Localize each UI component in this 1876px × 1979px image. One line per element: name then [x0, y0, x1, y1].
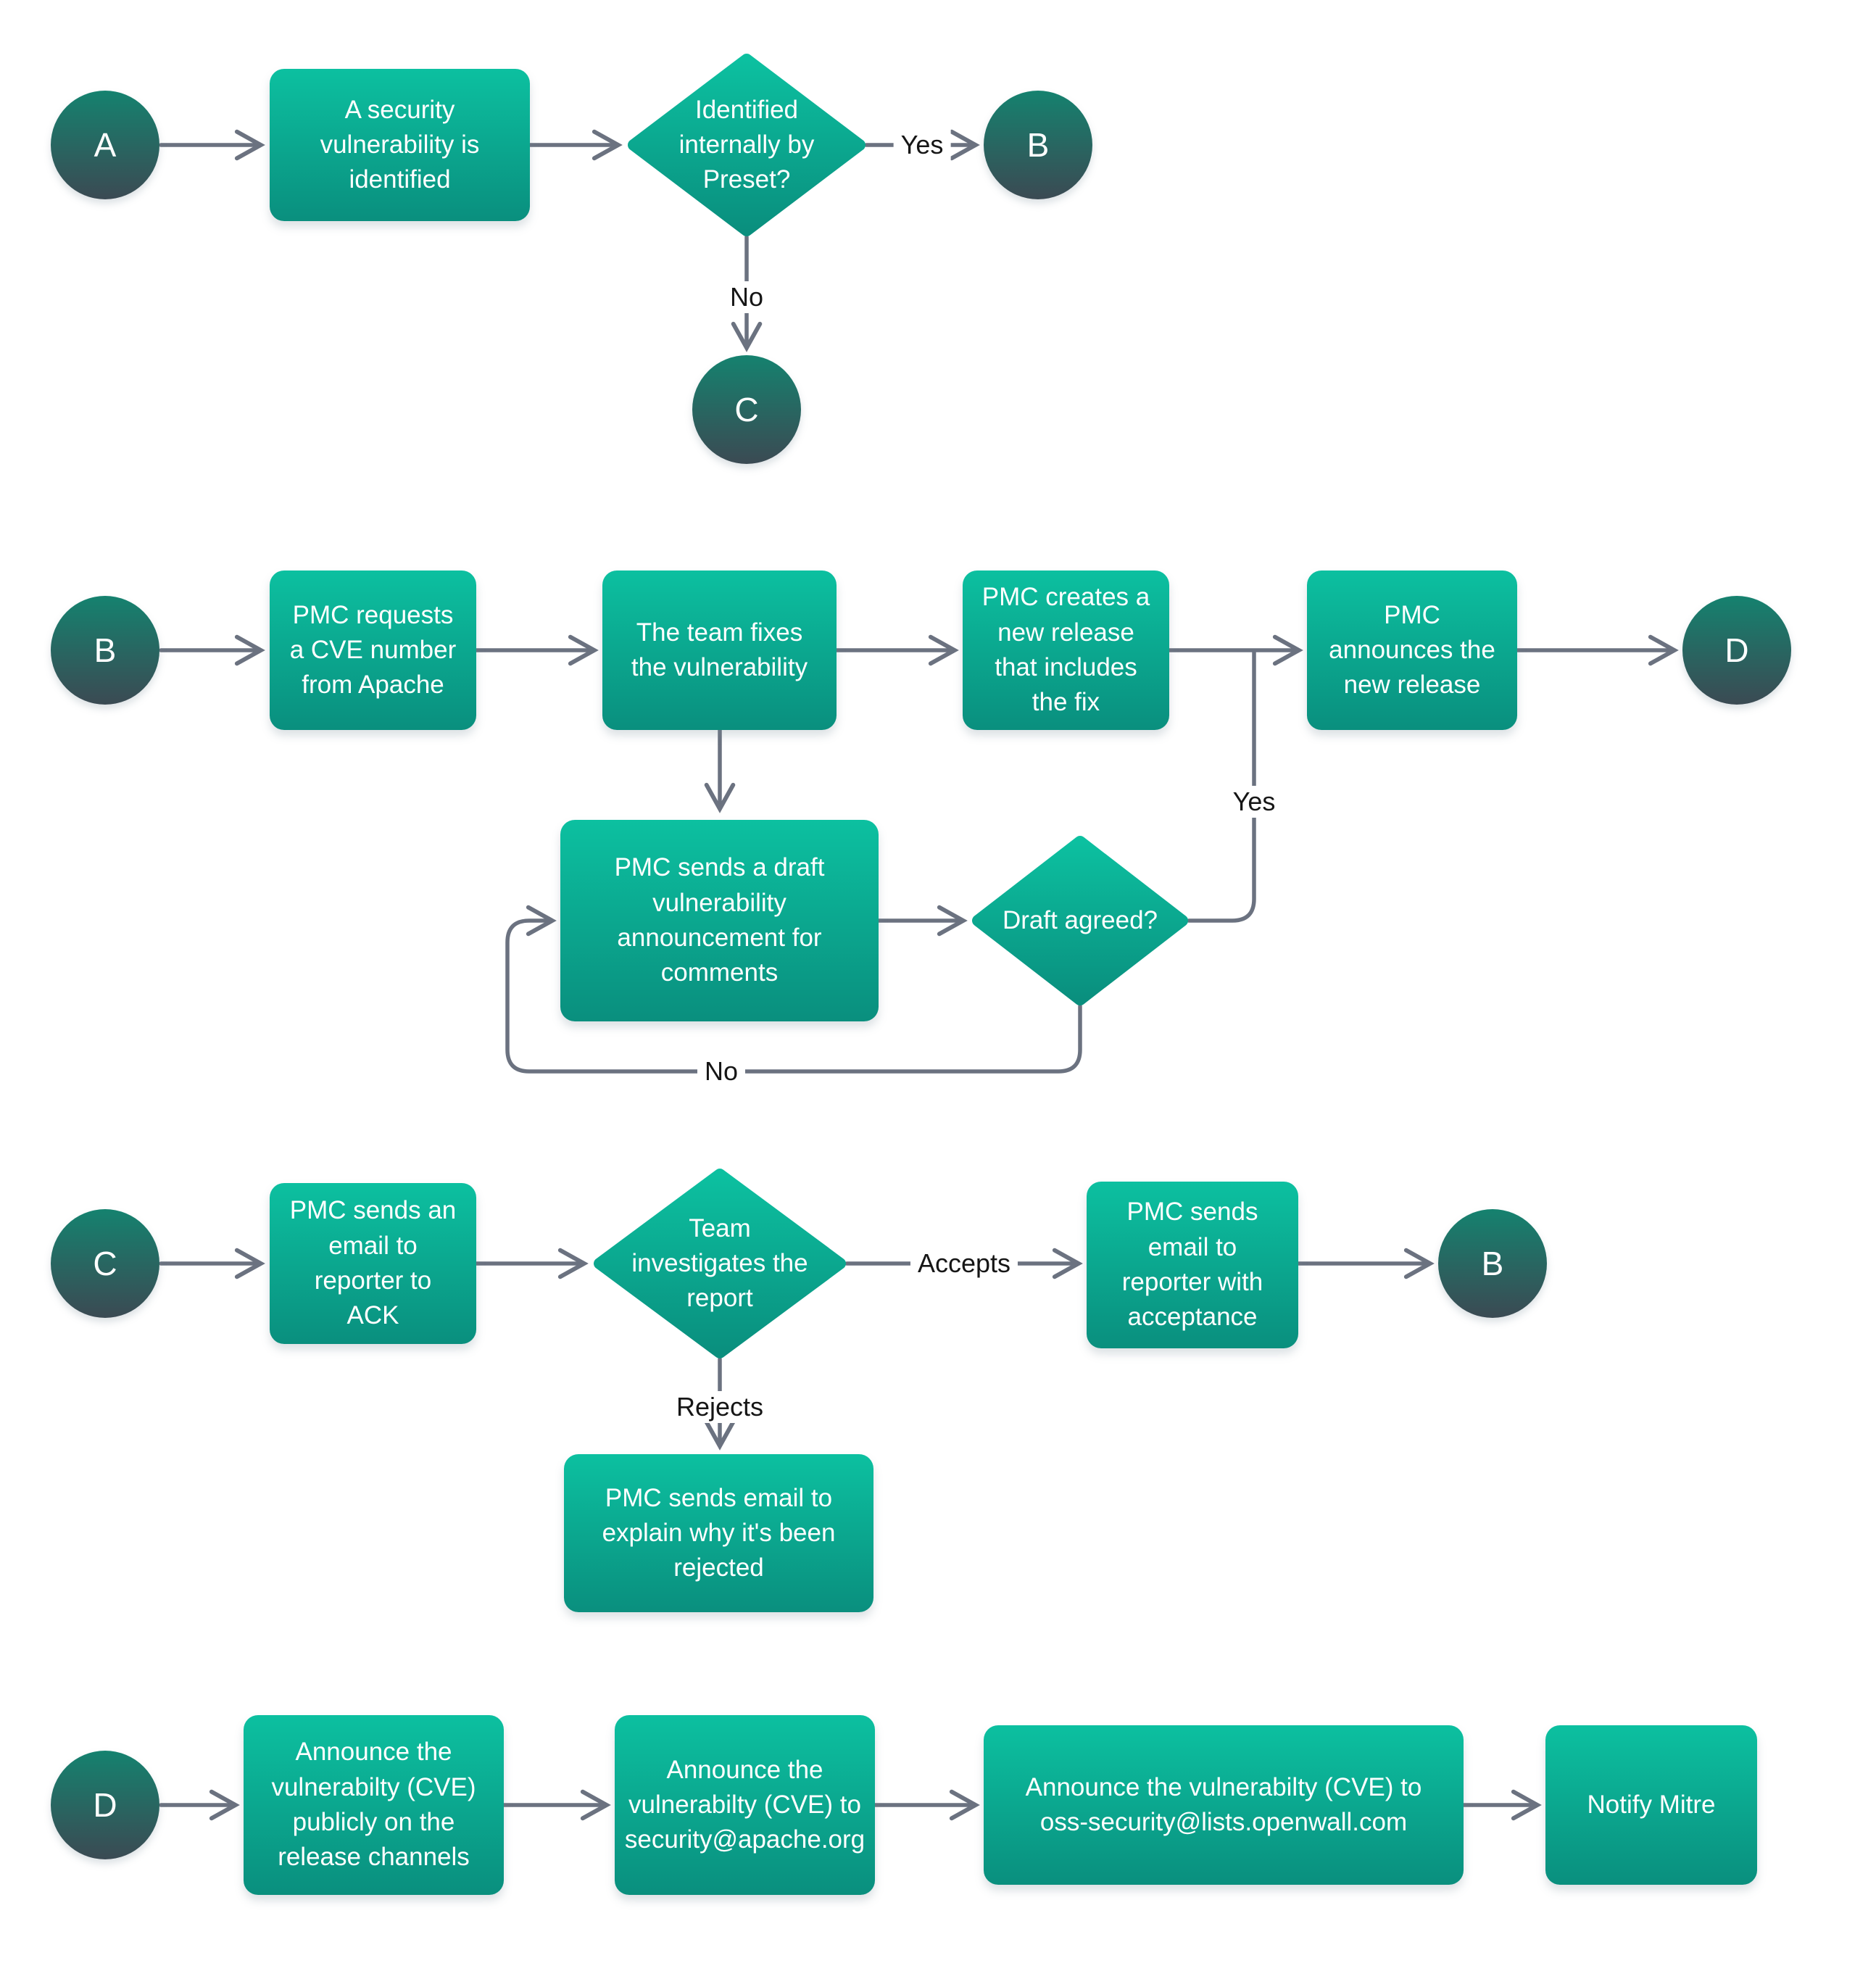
decision-draft-agreed: Draft agreed?	[971, 835, 1189, 1006]
process-draft-announcement: PMC sends a draft vulnerability announce…	[560, 820, 879, 1021]
process-new-release-label: PMC creates a new release that includes …	[981, 583, 1150, 717]
terminal-b-row3: B	[1438, 1209, 1547, 1318]
terminal-b-row3-label: B	[1481, 1245, 1504, 1282]
edge-label-yes-draft: Yes	[1225, 786, 1283, 818]
process-rejection-email: PMC sends email to explain why it's been…	[564, 1454, 873, 1612]
edge-label-no-internal: No	[722, 281, 771, 313]
process-team-fixes: The team fixes the vulnerability	[602, 571, 837, 730]
terminal-c-row3-label: C	[93, 1245, 117, 1282]
process-announce-public-label: Announce the vulnerabilty (CVE) publicly…	[271, 1738, 476, 1872]
terminal-c-row1-label: C	[734, 391, 759, 428]
terminal-d-row2-label: D	[1724, 631, 1749, 669]
terminal-b-row2-label: B	[94, 631, 117, 669]
process-identified-label: A security vulnerability is identified	[320, 95, 480, 194]
terminal-d-row4-label: D	[93, 1786, 117, 1824]
process-notify-mitre-label: Notify Mitre	[1587, 1790, 1716, 1819]
decision-team-investigates-label: Team investigates the report	[631, 1213, 808, 1313]
process-request-cve-label: PMC requests a CVE number from Apache	[289, 600, 457, 700]
terminal-b-row1-label: B	[1026, 126, 1050, 164]
diamond-shape	[628, 54, 866, 236]
decision-identified-internally: Identified internally by Preset?	[627, 53, 866, 237]
process-team-fixes-label: The team fixes the vulnerability	[631, 618, 808, 681]
process-notify-mitre: Notify Mitre	[1545, 1725, 1757, 1885]
decision-draft-agreed-label: Draft agreed?	[1002, 905, 1158, 934]
process-new-release: PMC creates a new release that includes …	[963, 571, 1169, 730]
terminal-a-start-label: A	[94, 126, 117, 164]
diamond-shape	[972, 836, 1188, 1005]
process-announce-openwall: Announce the vulnerabilty (CVE) to oss-s…	[984, 1725, 1464, 1885]
process-announce-openwall-label: Announce the vulnerabilty (CVE) to oss-s…	[1025, 1772, 1422, 1836]
edge-label-yes-internal: Yes	[893, 129, 951, 161]
process-announce-release-label: PMC announces the new release	[1329, 600, 1495, 700]
terminal-c-row3: C	[51, 1209, 159, 1318]
process-announce-apache-label: Announce the vulnerabilty (CVE) to secur…	[624, 1755, 866, 1854]
process-request-cve: PMC requests a CVE number from Apache	[270, 571, 476, 730]
terminal-d-row4: D	[51, 1751, 159, 1859]
edge-agreed-no-loop	[505, 905, 1082, 1074]
process-rejection-email-label: PMC sends email to explain why it's been…	[602, 1483, 836, 1582]
process-acceptance-email: PMC sends email to reporter with accepta…	[1087, 1182, 1298, 1348]
process-acceptance-email-label: PMC sends email to reporter with accepta…	[1121, 1198, 1263, 1332]
terminal-b-row2: B	[51, 596, 159, 705]
process-announce-release: PMC announces the new release	[1307, 571, 1517, 730]
process-identified: A security vulnerability is identified	[270, 69, 530, 221]
terminal-c-row1: C	[692, 355, 801, 464]
diamond-shape	[594, 1169, 846, 1358]
terminal-d-row2: D	[1682, 596, 1791, 705]
edge-agreed-yes-up	[1187, 650, 1256, 923]
edge-label-no-draft: No	[697, 1055, 746, 1087]
process-announce-public: Announce the vulnerabilty (CVE) publicly…	[244, 1715, 504, 1895]
edge-label-accepts: Accepts	[910, 1248, 1018, 1279]
process-ack-email-label: PMC sends an email to reporter to ACK	[289, 1196, 457, 1330]
terminal-b-row1: B	[984, 91, 1092, 199]
terminal-a-start: A	[51, 91, 159, 199]
decision-identified-internally-label: Identified internally by Preset?	[678, 95, 815, 194]
process-announce-apache: Announce the vulnerabilty (CVE) to secur…	[615, 1715, 875, 1895]
process-ack-email: PMC sends an email to reporter to ACK	[270, 1183, 476, 1344]
process-draft-announcement-label: PMC sends a draft vulnerability announce…	[614, 853, 825, 987]
edge-label-rejects: Rejects	[668, 1391, 771, 1423]
decision-team-investigates: Team investigates the report	[593, 1168, 847, 1359]
